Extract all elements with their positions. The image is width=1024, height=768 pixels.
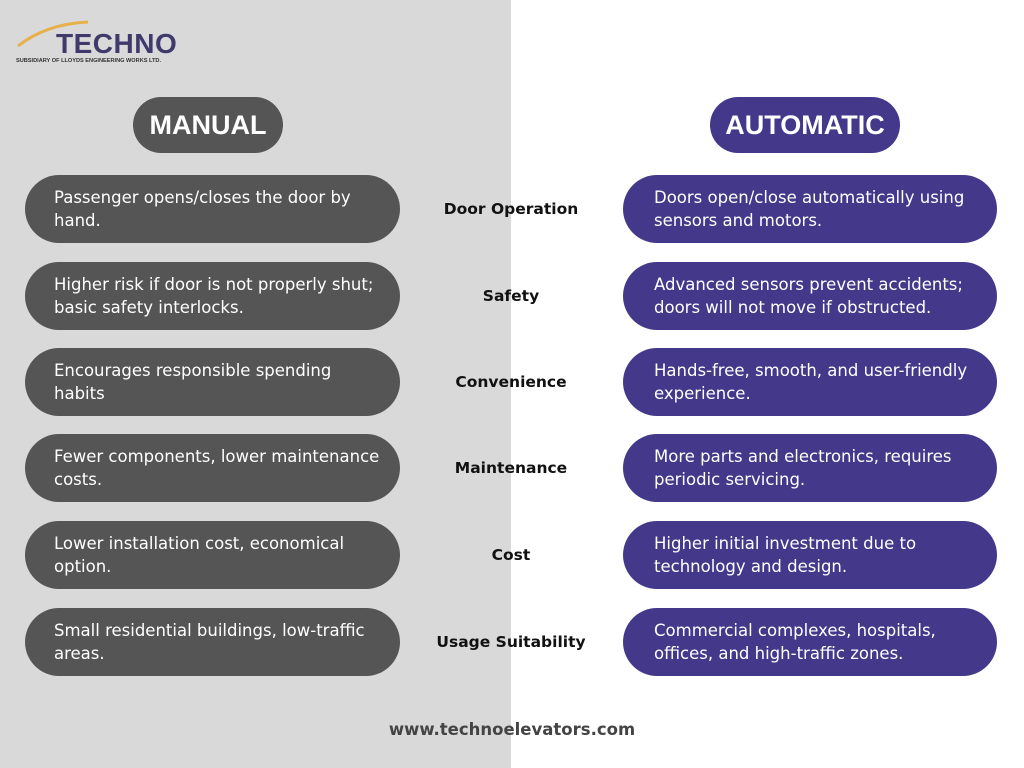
- automatic-cell: Commercial complexes, hospitals, offices…: [623, 608, 997, 676]
- row-label: Cost: [491, 546, 531, 564]
- logo-tagline: SUBSIDIARY OF LLOYDS ENGINEERING WORKS L…: [16, 58, 162, 64]
- row-label: Convenience: [455, 373, 567, 391]
- automatic-cell: Higher initial investment due to technol…: [623, 521, 997, 589]
- logo-swoosh-icon: [17, 20, 89, 48]
- row-label: Maintenance: [454, 459, 568, 477]
- row-label: Safety: [482, 287, 540, 305]
- automatic-cell: Advanced sensors prevent accidents; door…: [623, 262, 997, 330]
- automatic-cell: More parts and electronics, requires per…: [623, 434, 997, 502]
- manual-cell: Small residential buildings, low-traffic…: [25, 608, 400, 676]
- row-label: Usage Suitability: [436, 633, 586, 651]
- manual-cell: Lower installation cost, economical opti…: [25, 521, 400, 589]
- techno-logo: TECHNO SUBSIDIARY OF LLOYDS ENGINEERING …: [16, 18, 196, 68]
- manual-cell: Higher risk if door is not properly shut…: [25, 262, 400, 330]
- manual-cell: Passenger opens/closes the door by hand.: [25, 175, 400, 243]
- manual-cell: Fewer components, lower maintenance cost…: [25, 434, 400, 502]
- logo-text: TECHNO: [56, 28, 178, 59]
- manual-heading: MANUAL: [133, 97, 283, 153]
- automatic-cell: Hands-free, smooth, and user-friendly ex…: [623, 348, 997, 416]
- row-label: Door Operation: [443, 200, 579, 218]
- website-link[interactable]: www.technoelevators.com: [388, 720, 636, 739]
- manual-cell: Encourages responsible spending habits: [25, 348, 400, 416]
- automatic-cell: Doors open/close automatically using sen…: [623, 175, 997, 243]
- automatic-heading: AUTOMATIC: [710, 97, 900, 153]
